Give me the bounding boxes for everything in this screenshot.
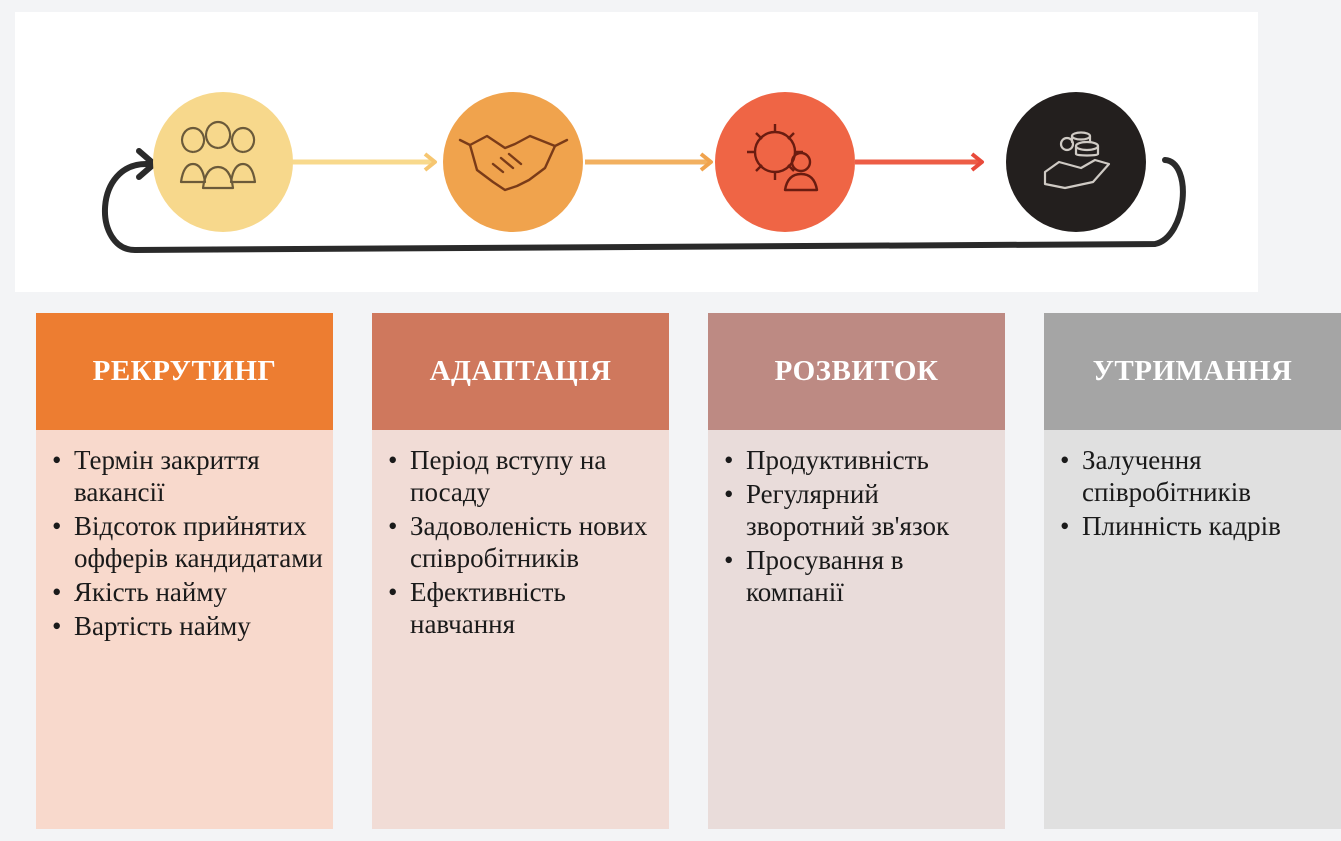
stage-card-header: РЕКРУТИНГ (36, 313, 333, 430)
metric-item: Залучення співробітників (1058, 444, 1331, 508)
metric-item: Просування в компанії (722, 544, 995, 608)
stage-title: РОЗВИТОК (774, 355, 939, 387)
arrow-head-2-3 (699, 152, 713, 172)
arrow-head-1-2 (423, 152, 437, 172)
stage-title: РЕКРУТИНГ (92, 355, 277, 387)
metric-item: Продуктивність (722, 444, 995, 476)
metric-item: Якість найму (50, 576, 323, 608)
stage-circle-retention (1006, 92, 1146, 232)
metric-item: Відсоток прийнятих офферів кандидатами (50, 510, 323, 574)
metric-list: Продуктивність Регулярний зворотний зв'я… (722, 444, 995, 608)
metric-item: Задоволеність нових співробітників (386, 510, 659, 574)
stage-card-body: Продуктивність Регулярний зворотний зв'я… (708, 430, 1005, 829)
metric-item: Термін закриття вакансії (50, 444, 323, 508)
stage-card-recruiting: РЕКРУТИНГ Термін закриття вакансії Відсо… (36, 313, 333, 829)
cycle-graphic (102, 92, 1186, 254)
stage-circle-adaptation (443, 92, 583, 232)
gear-person-icon (747, 124, 819, 192)
stage-title: АДАПТАЦІЯ (429, 355, 612, 387)
stage-circle-recruiting (153, 92, 293, 232)
stage-card-body: Період вступу на посаду Задоволеність но… (372, 430, 669, 829)
metric-item: Вартість найму (50, 610, 323, 642)
metric-list: Термін закриття вакансії Відсоток прийня… (50, 444, 323, 642)
stage-card-adaptation: АДАПТАЦІЯ Період вступу на посаду Задово… (372, 313, 669, 829)
metric-item: Плинність кадрів (1058, 510, 1331, 542)
metric-list: Період вступу на посаду Задоволеність но… (386, 444, 659, 640)
stage-card-header: УТРИМАННЯ (1044, 313, 1341, 430)
metric-item: Період вступу на посаду (386, 444, 659, 508)
stage-card-header: АДАПТАЦІЯ (372, 313, 669, 430)
metric-item: Регулярний зворотний зв'язок (722, 478, 995, 542)
people-icon (179, 120, 257, 190)
return-loop (102, 157, 1186, 254)
arrow-head-3-4 (970, 152, 984, 172)
stage-title: УТРИМАННЯ (1092, 355, 1293, 387)
metric-list: Залучення співробітників Плинність кадрі… (1058, 444, 1331, 542)
handshake-icon (458, 134, 569, 192)
stage-card-body: Термін закриття вакансії Відсоток прийня… (36, 430, 333, 829)
metric-item: Ефективність навчання (386, 576, 659, 640)
stage-card-body: Залучення співробітників Плинність кадрі… (1044, 430, 1341, 829)
stage-card-retention: УТРИМАННЯ Залучення співробітників Плинн… (1044, 313, 1341, 829)
stage-card-header: РОЗВИТОК (708, 313, 1005, 430)
stage-card-development: РОЗВИТОК Продуктивність Регулярний зворо… (708, 313, 1005, 829)
hand-coins-icon (1043, 131, 1111, 190)
stage-circle-development (715, 92, 855, 232)
cycle-panel (15, 12, 1258, 292)
